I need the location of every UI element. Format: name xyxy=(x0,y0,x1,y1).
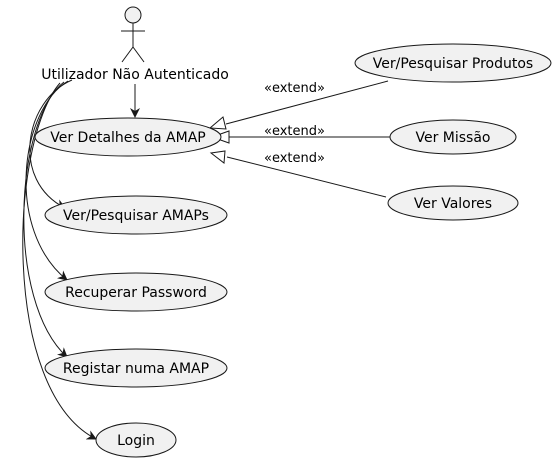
use-cases xyxy=(34,43,552,458)
extend-label-missao: «extend» xyxy=(264,124,325,139)
extend-head-produtos xyxy=(208,116,227,130)
actor-figure xyxy=(121,6,145,63)
actor-left-leg xyxy=(121,46,134,63)
actor-right-leg xyxy=(132,46,145,63)
use-case-ver-pesquisar-amaps[interactable] xyxy=(44,195,228,235)
use-case-registar-numa-amap[interactable] xyxy=(44,348,228,388)
use-case-label: Recuperar Password xyxy=(65,285,207,301)
use-case-ver-pesquisar-produtos[interactable] xyxy=(354,43,552,83)
use-case-ver-detalhes-amap[interactable] xyxy=(34,117,222,157)
arrow-to-login xyxy=(22,82,97,440)
extend-head-valores xyxy=(209,150,226,164)
use-case-label: Registar numa AMAP xyxy=(63,361,209,377)
extend-line-valores xyxy=(226,156,387,198)
use-case-label: Ver/Pesquisar Produtos xyxy=(373,56,533,72)
use-case-ver-valores[interactable] xyxy=(387,185,519,221)
extend-relations xyxy=(208,80,390,198)
use-case-login[interactable] xyxy=(95,422,177,458)
extend-label-valores: «extend» xyxy=(264,151,325,166)
use-case-ver-missao[interactable] xyxy=(389,119,517,155)
association-arrows xyxy=(22,79,140,440)
actor-head xyxy=(124,6,142,24)
use-case-label: Ver Detalhes da AMAP xyxy=(50,130,205,146)
use-case-recuperar-password[interactable] xyxy=(44,272,228,312)
use-case-label: Ver Missão xyxy=(415,130,490,146)
extend-label-produtos: «extend» xyxy=(264,81,325,96)
use-case-label: Ver/Pesquisar AMAPs xyxy=(63,208,209,224)
use-case-label: Login xyxy=(117,433,155,449)
arrow-to-recuperar-password xyxy=(25,80,69,281)
actor-name: Utilizador Não Autenticado xyxy=(41,67,229,83)
use-case-label: Ver Valores xyxy=(414,196,492,212)
extend-line-produtos xyxy=(225,80,389,125)
